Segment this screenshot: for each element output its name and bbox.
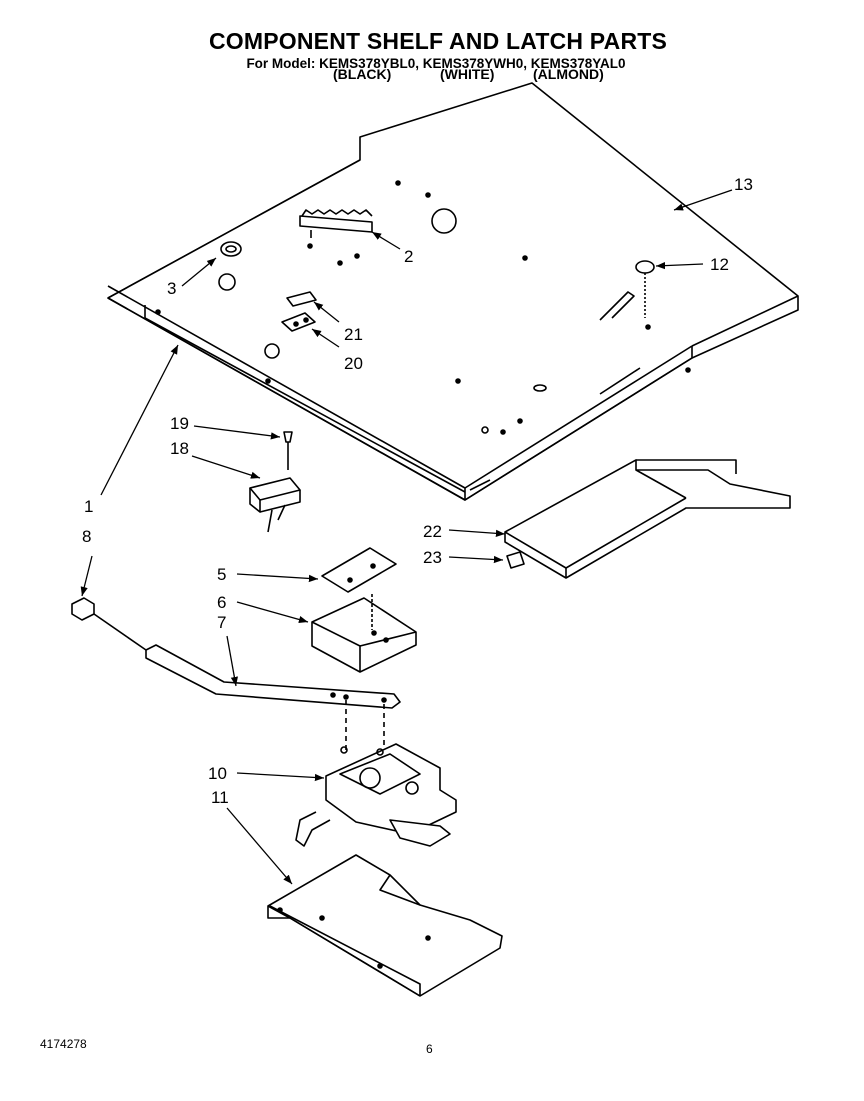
callout-7: 7 [217, 613, 226, 632]
grommet-part [220, 241, 242, 257]
callout-1: 1 [84, 497, 93, 516]
tray-part [504, 459, 791, 579]
color-white: (WHITE) [440, 66, 495, 82]
bracket-part [311, 594, 417, 673]
callout-6: 6 [217, 593, 226, 612]
callout-2: 2 [404, 247, 413, 266]
callout-12: 12 [710, 255, 729, 274]
component-shelf-part [107, 82, 799, 501]
callout-20: 20 [344, 354, 363, 373]
callout-8: 8 [82, 527, 91, 546]
diagram-header: COMPONENT SHELF AND LATCH PARTS For Mode… [0, 28, 864, 71]
callout-19: 19 [170, 414, 189, 433]
model-numbers: For Model: KEMS378YBL0, KEMS378YWH0, KEM… [246, 56, 626, 71]
callout-11: 11 [211, 788, 229, 807]
connector-part [71, 597, 147, 651]
color-black: (BLACK) [333, 66, 392, 82]
leader-lines [80, 189, 733, 885]
switch-part [249, 431, 301, 533]
link-arm-part [145, 644, 401, 752]
color-almond: (ALMOND) [533, 66, 604, 82]
latch-mechanism-part [295, 743, 457, 847]
insulator-part [321, 547, 397, 593]
page-title: COMPONENT SHELF AND LATCH PARTS [208, 28, 668, 54]
callout-labels: 1 2 3 5 6 7 8 10 11 12 13 18 19 20 21 22… [82, 175, 753, 807]
callout-22: 22 [423, 522, 442, 541]
callout-23: 23 [423, 548, 442, 567]
fuse-holder-part [281, 291, 317, 332]
callout-5: 5 [217, 565, 226, 584]
callout-13: 13 [734, 175, 753, 194]
callout-21: 21 [344, 325, 363, 344]
callout-10: 10 [208, 764, 227, 783]
document-number: 4174278 [40, 1037, 87, 1051]
callout-18: 18 [170, 439, 189, 458]
page-number: 6 [426, 1042, 433, 1056]
plug-button-part [635, 260, 655, 318]
mounting-plate-part [267, 854, 503, 997]
callout-3: 3 [167, 279, 176, 298]
